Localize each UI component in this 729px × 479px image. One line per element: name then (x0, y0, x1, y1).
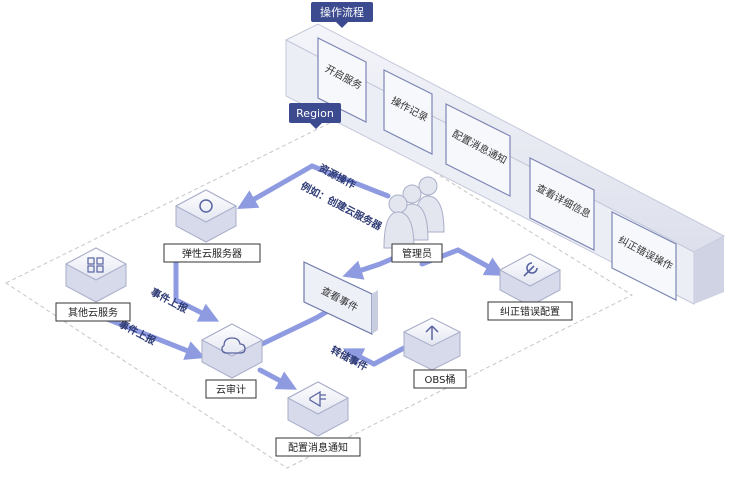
upload-arrow-icon (425, 325, 439, 340)
paperclip-icon (199, 199, 213, 213)
process-step-5: 纠正错误操作 (611, 211, 677, 301)
process-step-2: 操作记录 (383, 69, 433, 155)
node-other-label: 其他云服务 (68, 306, 118, 319)
region-tag: Region (289, 103, 341, 129)
flow-arrows (89, 163, 506, 390)
node-other-services: 其他云服务 (55, 247, 131, 322)
node-fix-config: 纠正错误配置 (487, 253, 573, 321)
node-admin-label: 管理员 (402, 247, 432, 260)
process-title: 操作流程 (320, 5, 364, 19)
arrow-obs-to-cts (342, 345, 407, 367)
wrench-icon (523, 262, 538, 277)
node-ecs: 弹性云服务器 (163, 189, 261, 263)
node-smn: 配置消息通知 (275, 381, 361, 457)
process-step-1: 开启服务 (317, 37, 367, 123)
cloud-icon (221, 337, 246, 354)
arrow-ecs-to-cts (173, 259, 220, 322)
node-cts: 云审计 (200, 323, 264, 399)
arrow-admin-to-ecs (309, 163, 391, 199)
people-icon (383, 176, 445, 249)
process-step-3: 配置消息通知 (445, 103, 511, 197)
region-title: Region (296, 107, 334, 120)
node-smn-label: 配置消息通知 (288, 441, 348, 454)
node-cts-label: 云审计 (216, 383, 246, 396)
node-obs-label: OBS桶 (425, 373, 456, 386)
node-ecs-label: 弹性云服务器 (182, 247, 242, 260)
node-fix-label: 纠正错误配置 (500, 305, 560, 318)
grid-icon (87, 257, 104, 273)
arrow-cts-to-smn (257, 367, 298, 390)
arrow-admin-to-ecs-tail (237, 163, 315, 209)
node-admin: 管理员 (383, 176, 445, 263)
node-view-events: 查看事件 (303, 261, 378, 335)
node-obs: OBS桶 (402, 317, 467, 389)
megaphone-icon (309, 390, 326, 408)
process-step-4: 查看详细信息 (529, 157, 595, 251)
process-title-tag: 操作流程 (311, 2, 373, 28)
